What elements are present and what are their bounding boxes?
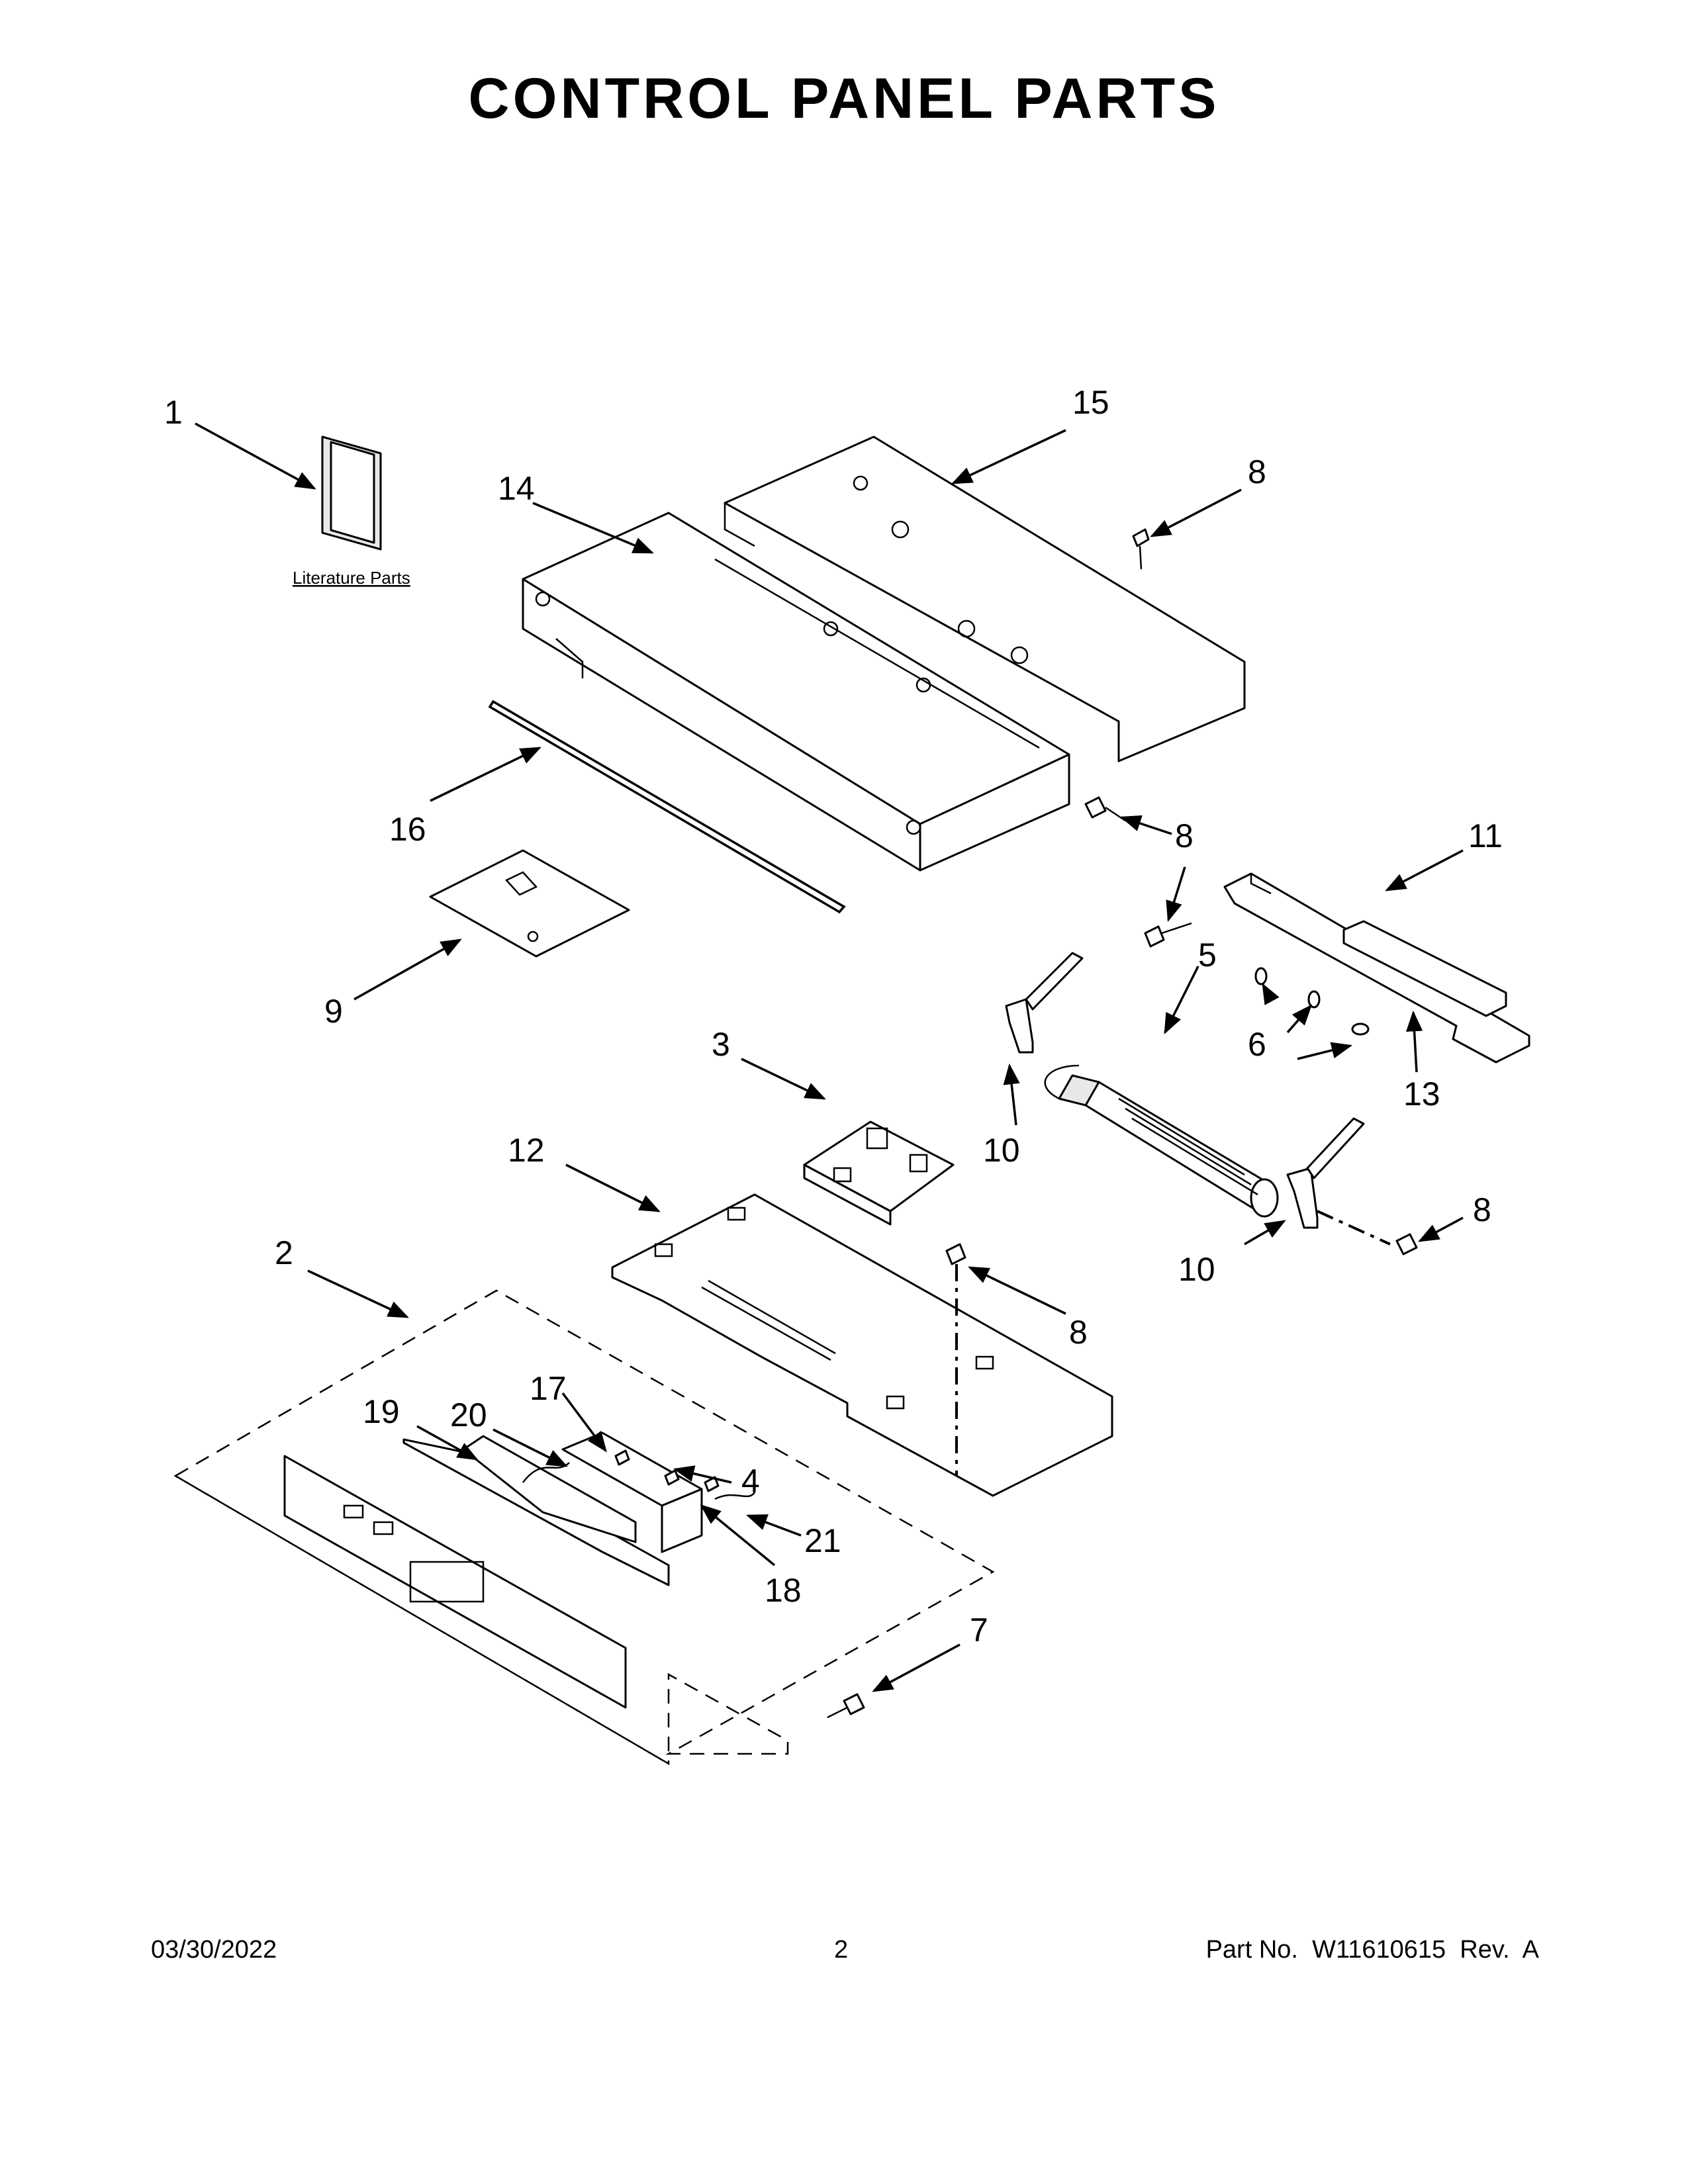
fan-mount-bracket-left-part (1005, 952, 1084, 1054)
power-board-part (803, 1120, 955, 1226)
screw-8-bracket-part (1144, 922, 1192, 948)
callout-8-plate: 8 (1069, 1314, 1088, 1351)
callout-labels: 1 15 8 14 16 8 11 8 5 9 3 6 13 10 12 8 1… (164, 384, 1503, 1649)
callout-3: 3 (712, 1026, 730, 1063)
callout-19: 19 (363, 1393, 400, 1430)
page-title: CONTROL PANEL PARTS (468, 67, 1220, 130)
callout-21: 21 (804, 1522, 841, 1559)
footer-date: 03/30/2022 (151, 1936, 277, 1964)
callout-6: 6 (1248, 1026, 1266, 1063)
top-cover-part (724, 435, 1246, 762)
shield-plate-part (429, 849, 630, 958)
mounting-plate-part (611, 1193, 1113, 1497)
insulation-strip-part (1342, 920, 1507, 1017)
screw-8-housing-part (1084, 796, 1126, 822)
screw-8-plate-part (945, 1243, 966, 1476)
footer-page-number: 2 (834, 1936, 849, 1964)
callout-20: 20 (450, 1396, 487, 1433)
literature-parts-label: Literature Parts (293, 568, 410, 588)
callout-18: 18 (765, 1572, 802, 1609)
callout-16: 16 (389, 811, 426, 848)
fan-bracket-part (1223, 872, 1530, 1064)
callout-arrows (195, 422, 1464, 1692)
literature-booklet-part: Literature Parts (293, 435, 410, 588)
callout-4: 4 (741, 1463, 760, 1500)
callout-13: 13 (1403, 1075, 1440, 1113)
callout-2: 2 (275, 1234, 293, 1271)
footer-part-number: Part No. W11610615 Rev. A (1205, 1936, 1539, 1964)
control-panel-assembly-part (173, 1289, 995, 1766)
callout-15: 15 (1072, 384, 1109, 421)
callout-9: 9 (324, 993, 343, 1030)
callout-11: 11 (1468, 817, 1503, 854)
control-board-part (402, 1435, 670, 1586)
callout-10-right: 10 (1178, 1251, 1215, 1288)
callout-7: 7 (970, 1612, 988, 1649)
screw-7-part (827, 1693, 865, 1719)
callout-14: 14 (498, 470, 535, 507)
convection-fan-part (1044, 1064, 1279, 1218)
gasket-strip-part (488, 700, 846, 914)
callout-8-bracket: 8 (1175, 817, 1194, 854)
callout-8-top: 8 (1248, 453, 1266, 490)
callout-8-fan-mount: 8 (1473, 1191, 1491, 1228)
fan-mount-bracket-right-part (1286, 1117, 1365, 1229)
callout-1: 1 (164, 394, 183, 431)
control-panel-housing-part (522, 512, 1070, 872)
callout-12: 12 (508, 1132, 545, 1169)
callout-17: 17 (530, 1370, 567, 1407)
plug-6-part (1254, 967, 1370, 1036)
callout-10-left: 10 (983, 1132, 1020, 1169)
screw-8-top-part (1132, 528, 1150, 570)
callout-5: 5 (1198, 936, 1217, 974)
screw-8-fan-mount-part (1317, 1210, 1418, 1255)
